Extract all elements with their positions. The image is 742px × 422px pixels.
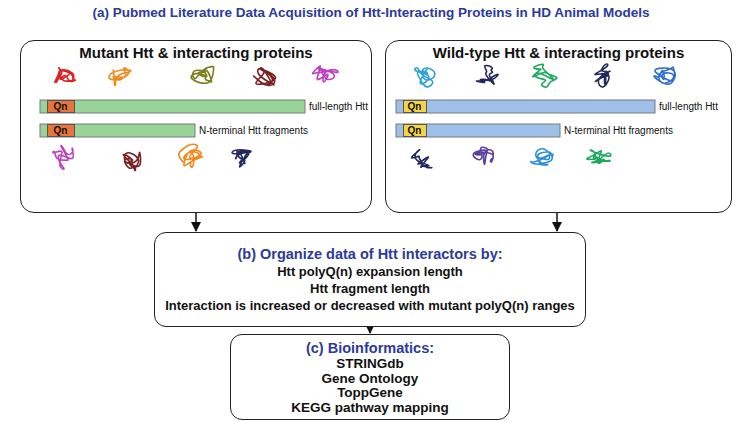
protein-scribble — [123, 152, 140, 170]
panel-heading: Wild-type Htt & interacting proteins — [433, 44, 685, 62]
flow-arrow — [195, 213, 197, 231]
protein-scribble — [191, 66, 214, 83]
source-panel: Wild-type Htt & interacting proteinsQnQn — [385, 40, 732, 213]
step-heading: (c) Bioinformatics: — [306, 339, 434, 357]
protein-scribble — [53, 146, 74, 169]
bar-label: N-terminal Htt fragments — [564, 124, 673, 137]
protein-scribble — [531, 149, 553, 165]
polyq-label: Qn — [408, 125, 422, 136]
polyq-segment: Qn — [403, 124, 427, 137]
step-item: STRINGdb — [336, 357, 404, 372]
protein-scribble — [476, 65, 498, 84]
flow-arrow — [556, 213, 558, 231]
step-heading: (b) Organize data of Htt interactors by: — [237, 245, 502, 263]
panel-heading: Mutant Htt & interacting proteins — [79, 44, 312, 62]
step-item: Htt polyQ(n) expansion length — [277, 263, 463, 280]
step-item: Interaction is increased or decreased wi… — [165, 297, 575, 314]
protein-scribble — [412, 150, 432, 168]
protein-scribble — [533, 64, 557, 87]
process-box: (b) Organize data of Htt interactors by:… — [154, 232, 586, 327]
polyq-segment: Qn — [403, 100, 427, 113]
bar-label: full-length Htt — [659, 100, 718, 113]
bar-label: full-length Htt — [309, 100, 368, 113]
process-box: (c) Bioinformatics:STRINGdbGene Ontology… — [230, 334, 510, 420]
polyq-label: Qn — [54, 125, 68, 136]
mutant-fragment-bar — [40, 124, 195, 137]
protein-scribble — [109, 68, 131, 86]
bar-label: N-terminal Htt fragments — [199, 124, 308, 137]
polyq-segment: Qn — [47, 100, 75, 113]
protein-scribble — [232, 150, 251, 167]
protein-scribble — [55, 68, 76, 82]
diagram-title: (a) Pubmed Literature Data Acquisition o… — [92, 5, 649, 20]
flow-arrow — [369, 327, 371, 333]
protein-scribble — [415, 68, 435, 87]
wildtype-full-length-bar — [396, 100, 655, 113]
protein-scribble — [473, 147, 493, 164]
step-item: KEGG pathway mapping — [291, 401, 449, 416]
protein-scribble — [313, 66, 338, 82]
protein-scribble — [179, 144, 202, 167]
protein-scribble — [654, 67, 675, 84]
mutant-full-length-bar — [40, 100, 305, 113]
htt-bars — [40, 100, 655, 137]
step-item: ToppGene — [337, 386, 403, 401]
title-row: (a) Pubmed Literature Data Acquisition o… — [0, 3, 742, 21]
step-item: Htt fragment length — [310, 280, 430, 297]
source-panel: Mutant Htt & interacting proteinsQnQn — [20, 40, 372, 213]
protein-scribble — [587, 150, 611, 163]
protein-blobs — [53, 64, 675, 170]
wildtype-fragment-bar — [396, 124, 560, 137]
polyq-label: Qn — [54, 101, 68, 112]
polyq-segment: Qn — [47, 124, 75, 137]
polyq-label: Qn — [408, 101, 422, 112]
step-item: Gene Ontology — [322, 372, 419, 387]
protein-scribble — [595, 64, 610, 87]
protein-scribble — [254, 68, 276, 86]
